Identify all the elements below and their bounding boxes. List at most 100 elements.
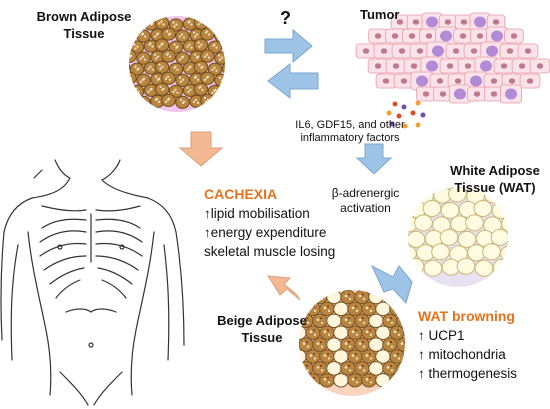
- beige-white-cell: [333, 349, 349, 364]
- arrow-bat-to-cachexia: [178, 131, 224, 167]
- beige-brown-cell: [389, 373, 405, 388]
- beige-white-cell: [299, 349, 307, 364]
- beige-brown-cell: [382, 290, 398, 305]
- beige-brown-cell: [396, 337, 405, 352]
- beige-brown-cell: [361, 349, 377, 364]
- beige-brown-cell: [305, 373, 321, 388]
- wat-browning-block: WAT browning ↑ UCP1 ↑ mitochondria ↑ the…: [418, 307, 517, 383]
- factors-label-line2: inflammatory factors: [300, 132, 400, 144]
- beige-white-cell: [326, 361, 342, 376]
- factors-label-line1: IL6, GDF15, and other: [295, 119, 405, 131]
- brown-fat-cell: [207, 40, 223, 54]
- brown-fat-cell: [200, 49, 215, 63]
- beige-white-cell: [333, 325, 349, 340]
- white-fat-cell: [431, 243, 450, 261]
- beige-brown-cell: [312, 290, 328, 305]
- brown-fat-cell: [136, 51, 151, 65]
- brown-fat-cell: [161, 71, 176, 85]
- beige-brown-cell: [305, 349, 321, 364]
- wat-browning-item: ↑ mitochondria: [418, 347, 506, 362]
- beige-brown-cell: [312, 361, 328, 376]
- beige-adipose-tissue-label: Beige Adipose Tissue: [212, 312, 312, 346]
- beige-brown-cell: [340, 361, 356, 376]
- beige-brown-cell: [396, 361, 405, 376]
- brown-adipose-tissue-label: Brown Adipose Tissue: [34, 8, 134, 42]
- beige-brown-cell: [299, 290, 314, 305]
- cachexia-item: ↑lipid mobilisation: [204, 206, 310, 221]
- brown-adipose-label-line1: Brown Adipose: [36, 9, 132, 24]
- brown-fat-cell: [221, 61, 225, 75]
- wat-browning-title: WAT browning: [418, 308, 515, 324]
- beige-brown-cell: [347, 349, 363, 364]
- brown-fat-cell: [229, 95, 243, 107]
- beta-adrenergic-line1: β-adrenergic: [331, 186, 400, 200]
- beige-adipose-label-line2: Tissue: [241, 330, 283, 345]
- brown-adipose-tissue-illustration: [129, 16, 243, 112]
- beige-brown-cell: [347, 373, 363, 388]
- brown-fat-cell: [168, 62, 184, 76]
- beige-brown-cell: [361, 373, 377, 388]
- white-fat-cell: [465, 214, 484, 232]
- beige-brown-cell: [299, 361, 314, 376]
- beige-white-cell: [368, 290, 384, 305]
- beige-brown-cell: [354, 313, 370, 329]
- white-fat-cell: [492, 258, 508, 276]
- beige-brown-cell: [403, 301, 405, 317]
- brown-fat-cell: [175, 29, 190, 43]
- question-mark-label: ?: [280, 8, 291, 28]
- brown-fat-cell: [129, 71, 137, 85]
- beige-brown-cell: [396, 313, 405, 329]
- beige-brown-cell: [319, 373, 335, 388]
- cachexia-title: CACHEXIA: [204, 186, 278, 202]
- white-fat-cell: [423, 259, 443, 277]
- beige-brown-cell: [312, 337, 328, 352]
- beige-brown-cell: [361, 301, 377, 317]
- beige-brown-cell: [403, 325, 405, 340]
- beige-white-cell: [326, 290, 342, 305]
- beige-brown-cell: [319, 301, 335, 317]
- white-fat-cell: [500, 245, 508, 263]
- cachexia-block: CACHEXIA ↑lipid mobilisation ↑energy exp…: [204, 185, 335, 261]
- arrow-tumor-to-bat: [267, 62, 319, 100]
- beige-white-cell: [368, 337, 384, 352]
- brown-fat-cell: [161, 49, 176, 63]
- beige-brown-cell: [354, 361, 370, 376]
- beige-brown-cell: [340, 290, 356, 305]
- beige-brown-cell: [403, 373, 405, 388]
- beige-white-cell: [368, 313, 384, 329]
- beige-brown-cell: [340, 313, 356, 329]
- brown-fat-cell: [136, 95, 151, 109]
- brown-fat-cell: [214, 29, 225, 43]
- white-fat-cell: [501, 215, 508, 233]
- brown-fat-cell: [221, 39, 225, 53]
- beige-white-cell: [375, 373, 391, 388]
- beige-brown-cell: [354, 290, 370, 305]
- beta-adrenergic-label: β-adrenergic activation: [318, 186, 413, 216]
- white-adipose-label-line1: White Adipose: [450, 163, 540, 178]
- beige-adipose-label-line1: Beige Adipose: [217, 313, 307, 328]
- arrow-factors-down: [355, 143, 393, 175]
- beige-white-cell: [375, 349, 391, 364]
- brown-fat-cell: [129, 93, 137, 107]
- beige-brown-cell: [361, 325, 377, 340]
- beige-brown-cell: [382, 361, 398, 376]
- beige-brown-cell: [389, 325, 405, 340]
- brown-fat-cell: [229, 29, 243, 41]
- beige-brown-cell: [319, 325, 335, 340]
- beige-brown-cell: [389, 301, 405, 317]
- white-fat-cell: [491, 201, 508, 219]
- white-fat-cell: [439, 228, 459, 246]
- beige-white-cell: [375, 325, 391, 340]
- arrow-bat-to-tumor: [264, 28, 313, 64]
- brown-fat-cell: [229, 73, 243, 85]
- wat-browning-item: ↑ UCP1: [418, 328, 465, 343]
- white-fat-cell: [473, 199, 493, 217]
- arrow-wat-to-beige: [370, 264, 413, 304]
- brown-fat-cell: [129, 49, 137, 63]
- tumor-label: Tumor: [360, 7, 400, 22]
- beige-white-cell: [326, 337, 342, 352]
- brown-fat-cell: [129, 60, 131, 74]
- beige-white-cell: [368, 361, 384, 376]
- brown-fat-cell: [207, 18, 223, 32]
